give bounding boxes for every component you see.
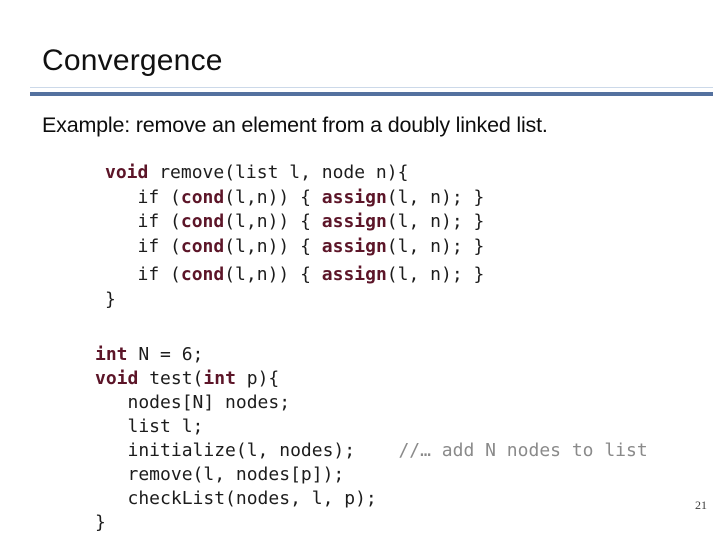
code-line: if (cond(l,n)) { assign(l, n); } <box>105 264 485 285</box>
code-line: } <box>95 512 106 533</box>
slide-subtitle: Example: remove an element from a doubly… <box>42 113 548 137</box>
page-number: 21 <box>695 498 707 512</box>
code-line: nodes[N] nodes; <box>95 392 291 413</box>
code-line: checkList(nodes, l, p); <box>95 488 377 509</box>
slide-title: Convergence <box>42 44 223 77</box>
code-line: int N = 6; <box>95 344 204 365</box>
code-line: remove(l, nodes[p]); <box>95 464 345 485</box>
code-line: void remove(list l, node n){ <box>105 162 409 183</box>
title-underline-light <box>30 87 713 88</box>
code-line: if (cond(l,n)) { assign(l, n); } <box>105 186 485 208</box>
code-block-test-function: int N = 6; void test(int p){ nodes[N] nod… <box>95 343 648 535</box>
code-line: initialize(l, nodes); //… add N nodes to… <box>95 440 648 461</box>
code-line: } <box>105 288 116 310</box>
code-line: list l; <box>95 416 204 437</box>
code-block-remove-function: void remove(list l, node n){ if (cond(l,… <box>105 161 484 312</box>
code-line: if (cond(l,n)) { assign(l, n); } <box>105 235 485 257</box>
code-line: if (cond(l,n)) { assign(l, n); } <box>105 211 485 232</box>
title-underline <box>30 92 713 96</box>
code-line: void test(int p){ <box>95 368 280 389</box>
